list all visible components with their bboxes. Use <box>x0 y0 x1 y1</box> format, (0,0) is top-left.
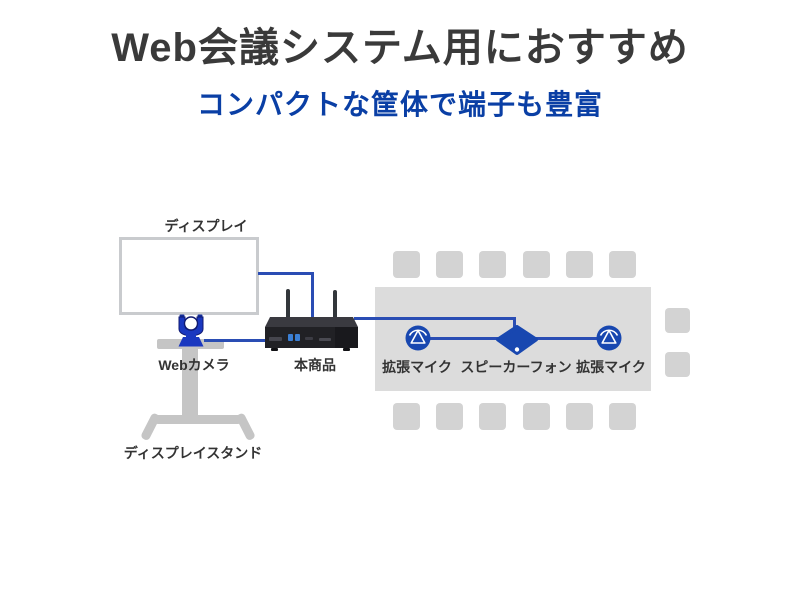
stand-base-bar <box>154 415 242 424</box>
cable-device-to-speakerphone <box>354 317 516 320</box>
chair-row-bottom <box>393 403 636 430</box>
chair <box>608 403 636 430</box>
stand-foot-right <box>235 412 256 442</box>
chair <box>565 251 593 278</box>
chair <box>665 308 690 333</box>
page-title: Web会議システム用におすすめ <box>111 26 689 70</box>
mic-left-label: 拡張マイク <box>382 359 452 375</box>
chair <box>565 403 593 430</box>
stand-pole <box>182 348 198 420</box>
page-subtitle: コンパクトな筐体で端子も豊富 <box>196 89 603 120</box>
chair <box>522 403 550 430</box>
display-screen <box>119 237 259 315</box>
webcam-label: Webカメラ <box>158 357 230 373</box>
chair <box>393 251 420 278</box>
expansion-mic-right-icon <box>596 325 622 356</box>
display-stand-label: ディスプレイスタンド <box>123 445 263 461</box>
chair-row-top <box>393 251 636 278</box>
cable-display-vertical <box>311 272 314 322</box>
chair <box>608 251 636 278</box>
cable-speakerphone-drop <box>513 317 516 332</box>
chair <box>479 403 507 430</box>
stand-foot-left <box>140 412 161 442</box>
product-label: 本商品 <box>294 357 336 373</box>
cable-display-horizontal <box>258 272 314 275</box>
chair <box>665 352 690 377</box>
chair <box>522 251 550 278</box>
expansion-mic-left-icon <box>405 325 431 356</box>
mic-right-label: 拡張マイク <box>576 359 646 375</box>
cable-webcam <box>204 339 266 342</box>
chair <box>436 403 464 430</box>
webcam-icon <box>171 311 211 356</box>
chair <box>393 403 420 430</box>
speakerphone-label: スピーカーフォン <box>460 359 572 375</box>
display-label: ディスプレイ <box>164 218 248 234</box>
chair <box>479 251 507 278</box>
chair <box>436 251 464 278</box>
conference-device-icon <box>261 289 361 358</box>
speakerphone-icon <box>495 325 539 362</box>
